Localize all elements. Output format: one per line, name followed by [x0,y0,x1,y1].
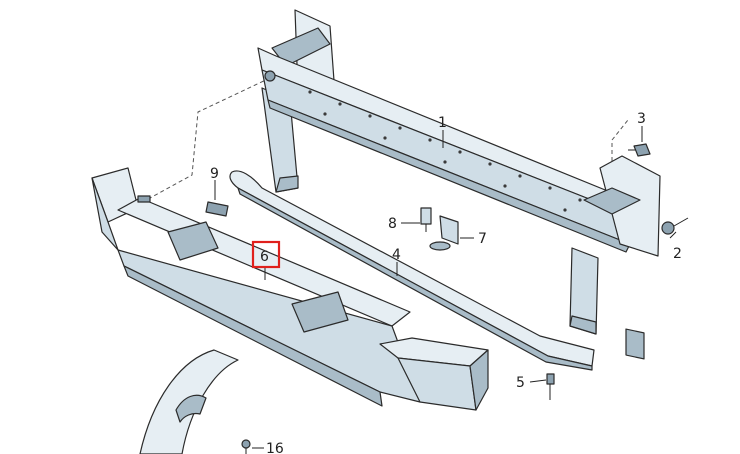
callout-9[interactable]: 9 [210,166,219,182]
part-6-absorber [91,167,489,411]
callout-7[interactable]: 7 [478,231,487,247]
callout-4[interactable]: 4 [392,247,401,263]
leader-2 [669,231,677,239]
part-7-bracket [429,215,459,251]
part-1-bumper-beam [257,9,661,360]
leader-5 [529,379,547,383]
callout-16[interactable]: 16 [266,441,284,454]
assembly-line-right [611,119,629,196]
callout-6-highlight [251,240,281,269]
part-16-liner [139,349,251,454]
callout-5[interactable]: 5 [516,375,525,391]
callout-6[interactable]: 6 [260,249,269,265]
part-9-clip [205,201,229,217]
part-2-bolt [661,217,689,235]
part-4-strip [229,170,595,371]
part-5-rivet [546,373,555,400]
callout-1[interactable]: 1 [438,115,447,131]
callout-3[interactable]: 3 [637,111,646,127]
part-3-bolt [628,143,651,157]
callout-2[interactable]: 2 [673,246,682,262]
callout-8[interactable]: 8 [388,216,397,232]
part-8-plug [420,207,432,232]
